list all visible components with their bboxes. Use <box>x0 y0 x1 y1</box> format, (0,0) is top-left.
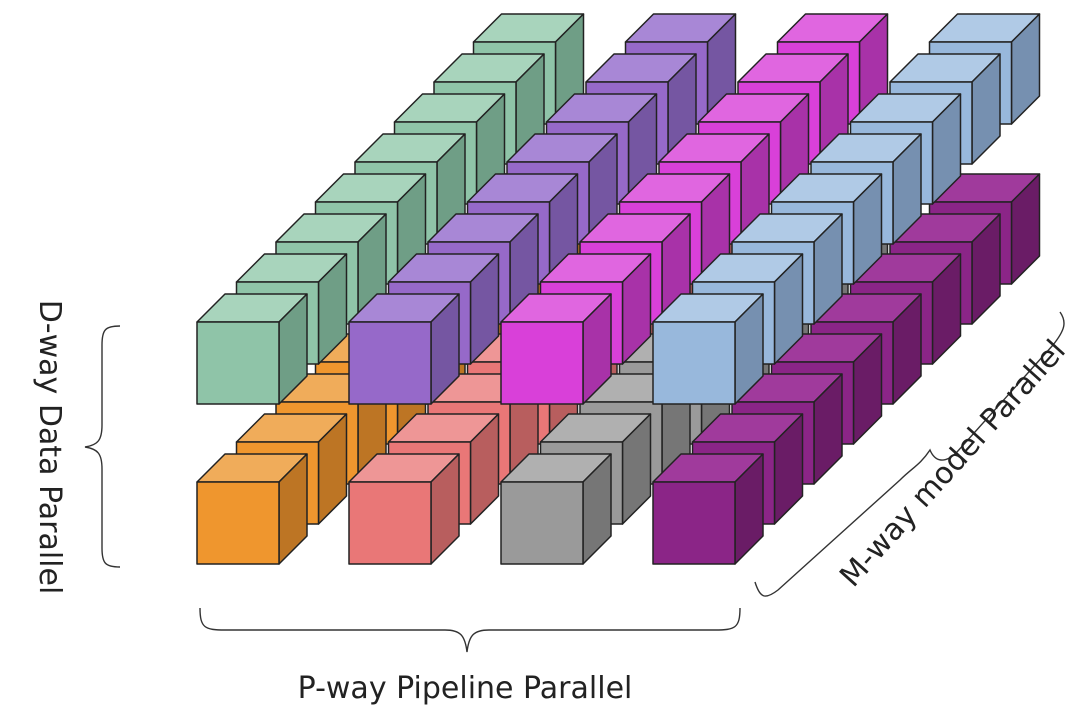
cube-bottom-stage2-depth1 <box>348 453 460 565</box>
pipeline-brace <box>199 607 741 653</box>
cube-bottom-stage3-depth1 <box>500 453 612 565</box>
model-brace <box>754 311 1065 597</box>
cube-front-face <box>500 481 584 565</box>
cube-grid <box>196 13 1041 565</box>
cube-front-face <box>652 321 736 405</box>
cube-front-face <box>348 481 432 565</box>
cube-front-face <box>500 321 584 405</box>
cube-bottom-stage4-depth1 <box>652 453 764 565</box>
cube-front-face <box>652 481 736 565</box>
cube-front-face <box>196 481 280 565</box>
cube-bottom-stage1-depth1 <box>196 453 308 565</box>
pipeline-label: P-way Pipeline Parallel <box>298 671 633 706</box>
cube-front-face <box>348 321 432 405</box>
cube-top-stage2-depth1 <box>348 293 460 405</box>
data-brace <box>84 325 121 568</box>
cube-top-stage3-depth1 <box>500 293 612 405</box>
cube-top-stage1-depth1 <box>196 293 308 405</box>
cube-top-stage4-depth1 <box>652 293 764 405</box>
data-label: D-way Data Parallel <box>32 300 67 595</box>
cube-front-face <box>196 321 280 405</box>
